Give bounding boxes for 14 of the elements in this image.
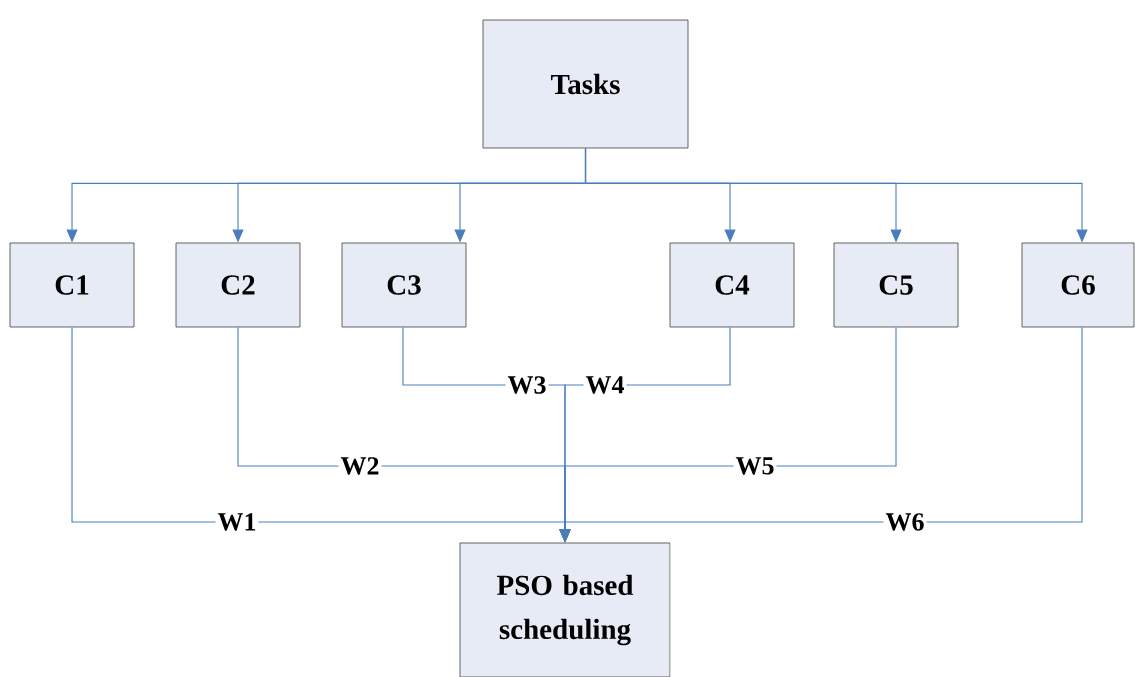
edge-label: W5	[733, 455, 777, 477]
process-box: PSO based scheduling	[459, 542, 671, 677]
process-box: C4	[669, 242, 795, 328]
edge-label: W6	[883, 511, 927, 533]
process-box: C5	[833, 242, 959, 328]
edge-label: W4	[583, 374, 627, 396]
process-box: Tasks	[482, 19, 689, 149]
edge-label: W1	[215, 511, 259, 533]
edge-label: W3	[505, 374, 549, 396]
process-box: C2	[175, 242, 301, 328]
edge-label: W2	[338, 455, 382, 477]
process-box: C6	[1021, 242, 1135, 328]
process-box: C3	[341, 242, 467, 328]
process-box: C1	[9, 242, 135, 328]
